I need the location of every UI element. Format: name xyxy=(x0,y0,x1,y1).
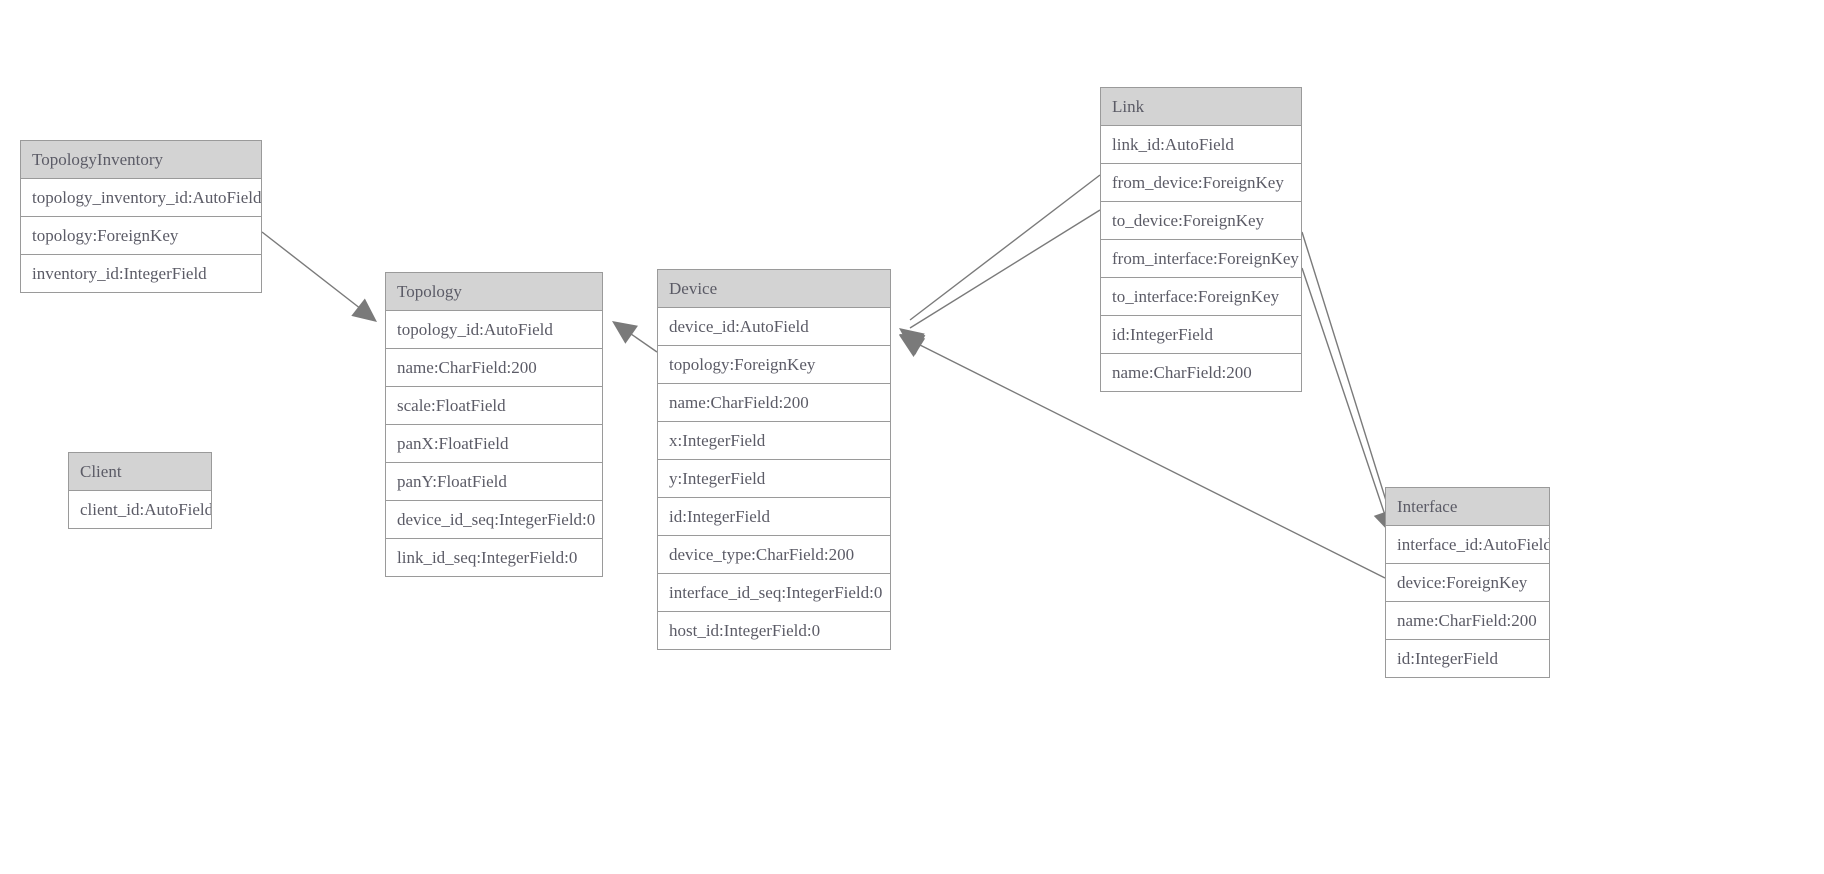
entity-field-row: device_id:AutoField xyxy=(658,308,890,346)
entity-title-client: Client xyxy=(69,453,211,491)
entity-field-row: interface_id_seq:IntegerField:0 xyxy=(658,574,890,612)
entity-field-row: client_id:AutoField xyxy=(80,500,211,519)
relationship-edge-device-topology xyxy=(612,321,658,353)
entity-title-link: Link xyxy=(1101,88,1301,126)
entity-field-row: link_id:AutoField xyxy=(1101,126,1301,164)
entity-field-row: x:IntegerField xyxy=(658,422,890,460)
entity-field-row: name:CharField:200 xyxy=(1112,363,1252,382)
arrowhead-icon xyxy=(899,328,925,352)
relationship-edge-topologyinventory-topology xyxy=(261,231,377,322)
entity-field-row: link_id_seq:IntegerField:0 xyxy=(397,548,578,567)
entity-field-row: name:CharField:200 xyxy=(386,349,602,387)
entity-field-row: topology:ForeignKey xyxy=(21,217,261,255)
entity-field-row: topology_id:AutoField xyxy=(386,311,602,349)
entity-field-row: id:IntegerField xyxy=(1101,316,1301,354)
entity-title-interface: Interface xyxy=(1386,488,1549,526)
arrowhead-icon xyxy=(899,335,926,358)
relationship-edge-link-to-device xyxy=(899,209,1101,358)
entity-field-row: from_interface:ForeignKey xyxy=(1101,240,1301,278)
arrowhead-icon xyxy=(612,321,638,344)
entity-field-row: y:IntegerField xyxy=(658,460,890,498)
entity-box-client[interactable]: Client client_id:AutoField xyxy=(68,452,212,529)
entity-field-row: device_id_seq:IntegerField:0 xyxy=(386,501,602,539)
entity-field-row: inventory_id:IntegerField xyxy=(32,264,207,283)
entity-title-device: Device xyxy=(658,270,890,308)
entity-field-row: panX:FloatField xyxy=(386,425,602,463)
entity-field-row: topology_inventory_id:AutoField xyxy=(21,179,261,217)
entity-field-row: id:IntegerField xyxy=(1397,649,1499,668)
entity-field-row: from_device:ForeignKey xyxy=(1101,164,1301,202)
entity-field-row: scale:FloatField xyxy=(386,387,602,425)
entity-field-row: to_interface:ForeignKey xyxy=(1101,278,1301,316)
arrowhead-icon xyxy=(351,298,377,322)
entity-field-row: device:ForeignKey xyxy=(1386,564,1549,602)
entity-field-row: device_type:CharField:200 xyxy=(658,536,890,574)
arrowhead-icon xyxy=(899,334,926,355)
entity-field-row: name:CharField:200 xyxy=(658,384,890,422)
entity-title-topology: Topology xyxy=(386,273,602,311)
entity-field-row: panY:FloatField xyxy=(386,463,602,501)
entity-field-row: host_id:IntegerField:0 xyxy=(669,621,821,640)
relationship-edge-link-from-device xyxy=(899,174,1101,352)
entity-field-row: topology:ForeignKey xyxy=(658,346,890,384)
entity-field-row: id:IntegerField xyxy=(658,498,890,536)
entity-field-row: interface_id:AutoField xyxy=(1386,526,1549,564)
entity-title-topologyinventory: TopologyInventory xyxy=(21,141,261,179)
entity-field-row: to_device:ForeignKey xyxy=(1101,202,1301,240)
entity-field-row: name:CharField:200 xyxy=(1386,602,1549,640)
